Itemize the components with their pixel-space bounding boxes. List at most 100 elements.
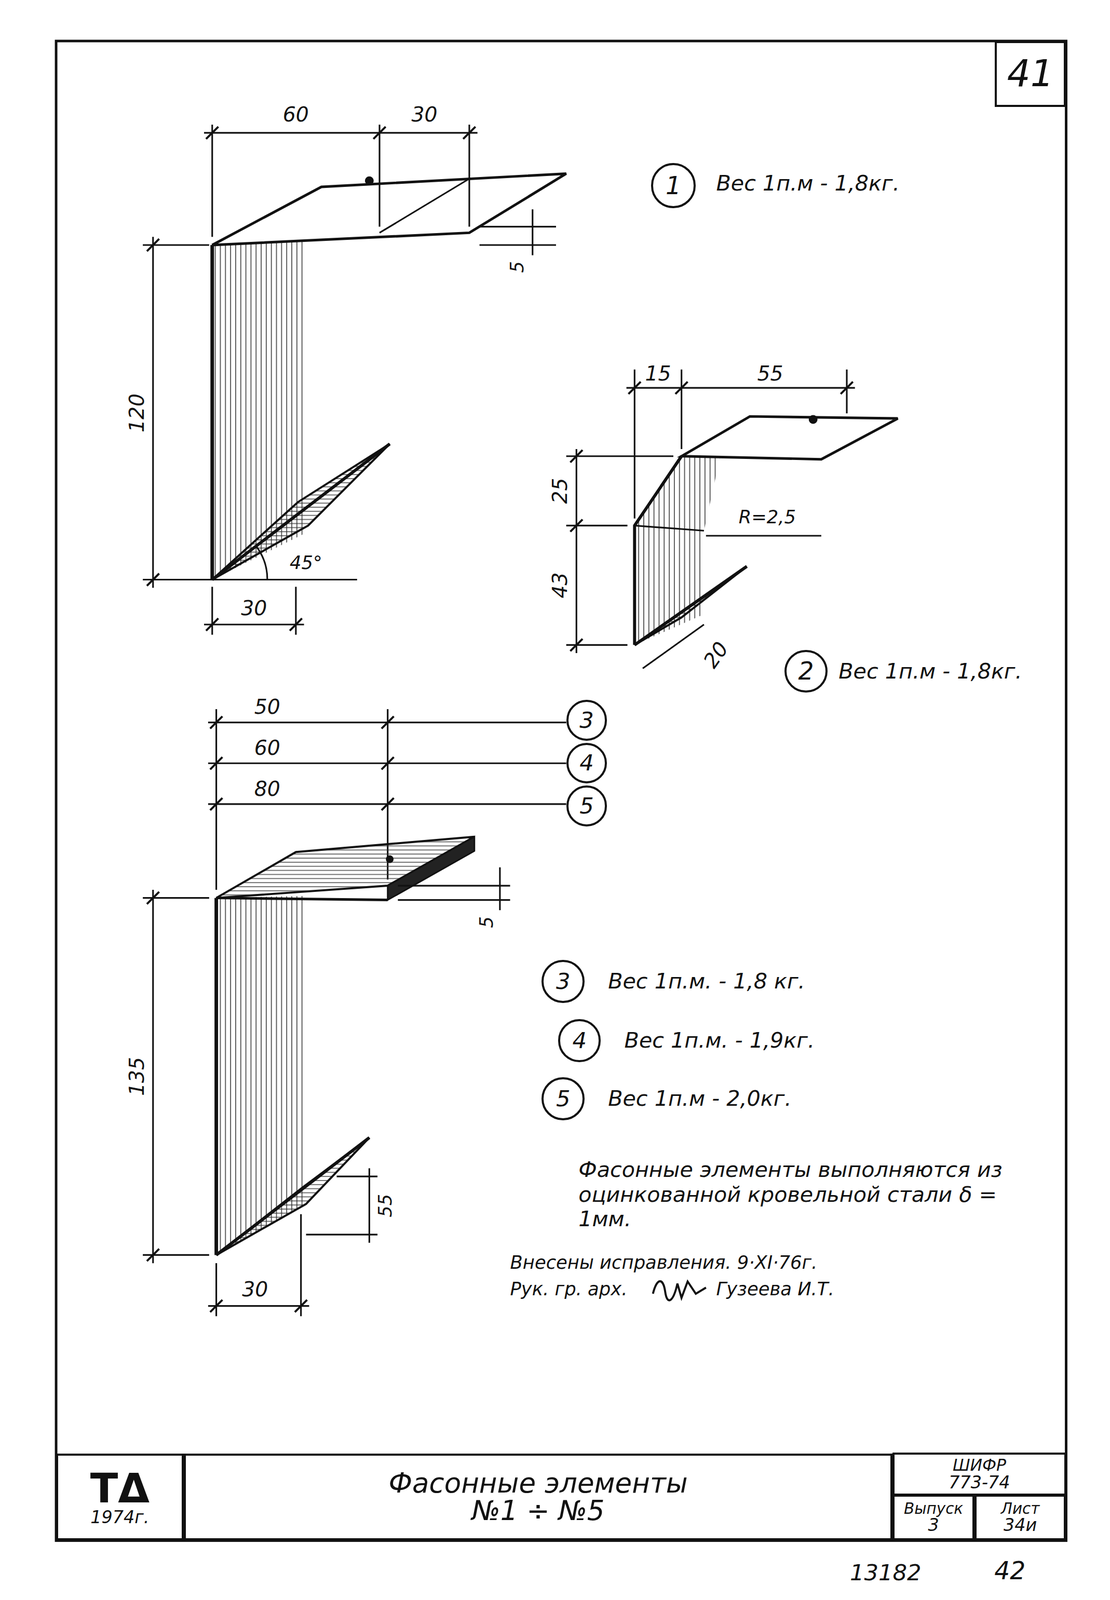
- title-block-cell: Фасонные элементы №1 ÷ №5: [183, 1453, 893, 1541]
- node-text: 5: [579, 794, 594, 818]
- extension-line: [211, 124, 213, 237]
- dimension-line: [152, 889, 154, 1264]
- dimension-line: [152, 236, 154, 588]
- flange-edge: [216, 1137, 370, 1255]
- node-text: Фасонные элементы №1 ÷ №5: [369, 1469, 707, 1525]
- extension-line: [294, 586, 297, 635]
- node-text: 2: [797, 658, 814, 684]
- extension-line: [479, 244, 557, 246]
- top-flange: [681, 416, 899, 460]
- extension-line: [306, 1234, 378, 1236]
- leader-line: [706, 534, 822, 537]
- material-note: Фасонные элементы выполняются из оцинков…: [576, 1157, 1040, 1232]
- weight-note: Вес 1п.м. - 1,8 кг.: [605, 969, 807, 994]
- extension-line: [336, 1175, 378, 1178]
- node-text: ТΔ: [90, 1468, 150, 1510]
- callout-circle: 1: [651, 163, 696, 208]
- node-text: 41: [1007, 55, 1054, 93]
- extension-line: [211, 586, 213, 635]
- dimension-ticks: [146, 891, 160, 1262]
- sheet-number-box: 41: [994, 41, 1067, 108]
- weight-note: Вес 1п.м - 1,8кг.: [714, 171, 902, 196]
- node-text: 1974г.: [90, 1508, 150, 1526]
- element-1-drawing: [142, 124, 567, 635]
- marker-dot: [365, 177, 373, 185]
- dimension-line: [642, 624, 705, 669]
- dimension-text: 20: [697, 635, 735, 674]
- bottom-flange: [212, 443, 390, 580]
- top-flange: [212, 173, 567, 246]
- extension-line: [215, 1263, 218, 1317]
- face-edge: [214, 898, 219, 1256]
- dimension-text: 60: [280, 102, 311, 127]
- dimension-text: 50: [252, 695, 283, 719]
- title-block-cell: Лист34и: [974, 1494, 1067, 1541]
- extension-line: [468, 124, 470, 227]
- dimension-ticks: [570, 450, 583, 652]
- dimension-ticks: [206, 618, 303, 631]
- radius-text: R=2,5: [736, 506, 798, 529]
- dimension-text: 5: [476, 914, 498, 930]
- node-text: 3: [579, 709, 594, 732]
- sheet-frame: [56, 41, 1066, 1541]
- dimension-text: 55: [374, 1192, 397, 1220]
- extension-line: [633, 369, 636, 519]
- angle-text: 45°: [287, 552, 325, 574]
- dimension-ticks: [210, 1300, 308, 1313]
- title-block-cell: Выпуск3: [892, 1494, 974, 1541]
- dimension-text: 43: [548, 570, 572, 601]
- reference-line: [142, 578, 358, 581]
- extension-line: [397, 899, 510, 901]
- dimension-ticks: [210, 716, 395, 811]
- dimension-text: 5: [506, 259, 529, 276]
- revision-note: Рук. гр. арх.: [508, 1278, 630, 1301]
- dimension-text: 25: [548, 475, 572, 506]
- dimension-line: [498, 867, 501, 911]
- node-text: 3: [927, 1516, 939, 1534]
- element-3-5-drawing: [142, 709, 567, 1317]
- dimension-line: [368, 1168, 371, 1243]
- dimension-line: [575, 449, 578, 654]
- node-text: 5: [556, 1087, 571, 1110]
- dimension-text: 135: [125, 1054, 149, 1099]
- element-2-drawing: [566, 369, 899, 669]
- extension-line: [378, 124, 381, 227]
- dimension-line: [208, 1305, 310, 1307]
- extension-line: [845, 369, 848, 414]
- callout-circle: 2: [784, 650, 828, 694]
- bend-line: [379, 178, 470, 233]
- dimension-line: [626, 387, 856, 389]
- callout-circle: 4: [558, 1019, 602, 1063]
- node-text: 4: [579, 751, 594, 775]
- node-text: 3: [556, 970, 571, 993]
- dimension-ticks: [146, 238, 160, 586]
- bottom-flange: [216, 1137, 370, 1255]
- dimension-text: 30: [238, 596, 269, 620]
- title-block-cell: ШИФР773-74: [892, 1452, 1066, 1496]
- dimension-text: 55: [755, 361, 786, 386]
- callout-circle: 3: [566, 699, 608, 741]
- node-text: ШИФР: [952, 1457, 1007, 1474]
- callout-circle: 4: [566, 742, 608, 784]
- dimension-text: 30: [409, 102, 440, 127]
- face-edge: [210, 245, 214, 580]
- dimension-text: 60: [252, 736, 283, 760]
- signature: [653, 1281, 707, 1301]
- dimension-text: 120: [125, 391, 149, 436]
- flange-thickness: [387, 836, 475, 901]
- weight-note: Вес 1п.м - 2,0кг.: [605, 1086, 794, 1112]
- page-number: 42: [992, 1557, 1028, 1586]
- extension-line: [300, 1214, 302, 1317]
- dimension-text: 30: [239, 1277, 270, 1302]
- weight-note: Вес 1п.м - 1,8кг.: [836, 659, 1024, 684]
- angle-arc: [255, 546, 268, 580]
- dimension-line: [204, 131, 478, 134]
- title-block-cell: ТΔ1974г.: [56, 1453, 184, 1541]
- dimension-text: 15: [642, 361, 673, 386]
- flange-edge: [216, 898, 388, 901]
- node-text: 34и: [1003, 1516, 1037, 1534]
- node-text: 4: [572, 1029, 587, 1052]
- revision-note: Внесены исправления. 9·XI·76г.: [508, 1252, 820, 1274]
- marker-dot: [809, 415, 817, 424]
